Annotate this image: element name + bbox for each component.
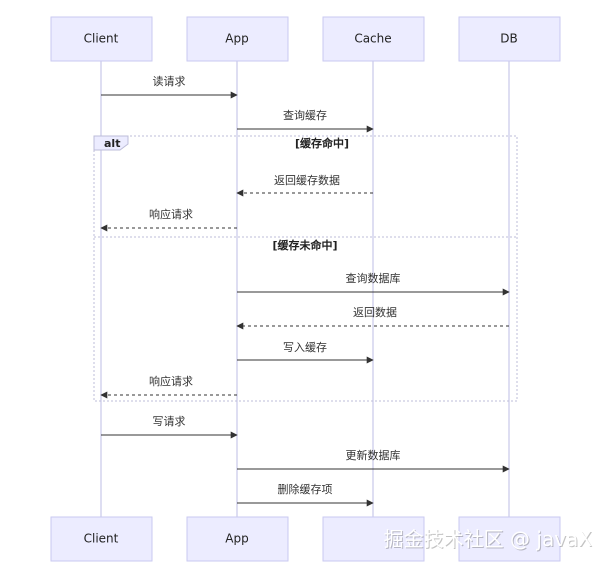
message-label: 写入缓存 [283, 340, 327, 354]
participant-db: DB [458, 16, 561, 62]
participant-client-bottom: Client [50, 516, 153, 562]
message-label: 读请求 [153, 74, 186, 88]
alt-condition-hit: [缓存命中] [295, 136, 349, 150]
message-respond-miss: 响应请求 [100, 374, 237, 399]
alt-keyword: alt [104, 137, 120, 150]
message-label: 返回缓存数据 [274, 173, 340, 187]
message-label: 删除缓存项 [278, 482, 333, 496]
participant-db-bottom [458, 516, 561, 562]
participant-label: Client [84, 532, 119, 546]
message-label: 响应请求 [149, 374, 193, 388]
message-label: 写请求 [153, 415, 186, 428]
participant-label: DB [500, 32, 517, 46]
participant-cache-bottom [322, 516, 425, 562]
participant-label: App [225, 532, 248, 546]
message-label: 响应请求 [149, 207, 193, 221]
message-delete-cache-item: 删除缓存项 [237, 482, 374, 507]
participant-client: Client [50, 16, 153, 62]
message-label: 查询数据库 [346, 271, 401, 285]
participant-cache: Cache [322, 16, 425, 62]
message-label: 更新数据库 [346, 448, 401, 462]
message-query-cache: 查询缓存 [237, 108, 374, 133]
message-write-cache: 写入缓存 [237, 340, 374, 364]
participant-label: App [225, 32, 248, 46]
message-label: 返回数据 [353, 305, 397, 319]
message-return-cache-data: 返回缓存数据 [236, 173, 373, 197]
message-write-request: 写请求 [101, 415, 238, 439]
participant-app-bottom: App [186, 516, 289, 562]
participant-label: Client [84, 32, 119, 46]
watermark-shadow: 掘金技术社区 @ javaX [385, 528, 594, 552]
participant-label: Cache [354, 32, 391, 46]
alt-frame: alt [缓存命中] [缓存未命中] [93, 135, 518, 402]
watermark: 掘金技术社区 @ javaX [384, 527, 593, 551]
message-respond-hit: 响应请求 [100, 207, 237, 232]
message-query-db: 查询数据库 [237, 271, 510, 296]
participant-app: App [186, 16, 289, 62]
message-update-db: 更新数据库 [237, 448, 510, 473]
message-label: 查询缓存 [283, 108, 327, 122]
message-return-data: 返回数据 [236, 305, 509, 330]
message-read-request: 读请求 [101, 74, 238, 99]
alt-condition-miss: [缓存未命中] [272, 238, 337, 252]
